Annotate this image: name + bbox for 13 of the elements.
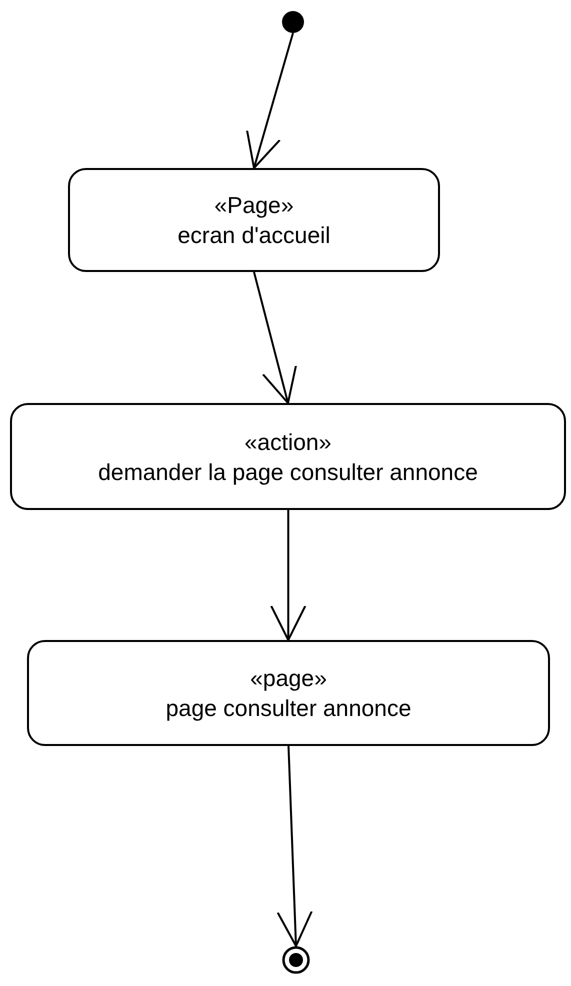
stereotype-label: «page»	[250, 664, 327, 693]
action-name: ecran d'accueil	[178, 221, 330, 250]
action-name: demander la page consulter annonce	[98, 458, 478, 486]
action-box	[10, 403, 566, 510]
arrow	[276, 746, 313, 947]
action-name: page consulter annonce	[166, 694, 412, 723]
arrow	[253, 272, 297, 404]
stereotype-label: «Page»	[214, 191, 294, 220]
arrow	[270, 510, 306, 641]
arrow	[246, 32, 294, 169]
action-box	[27, 640, 550, 746]
stereotype-label: «action»	[244, 428, 332, 456]
action-box	[68, 168, 440, 272]
